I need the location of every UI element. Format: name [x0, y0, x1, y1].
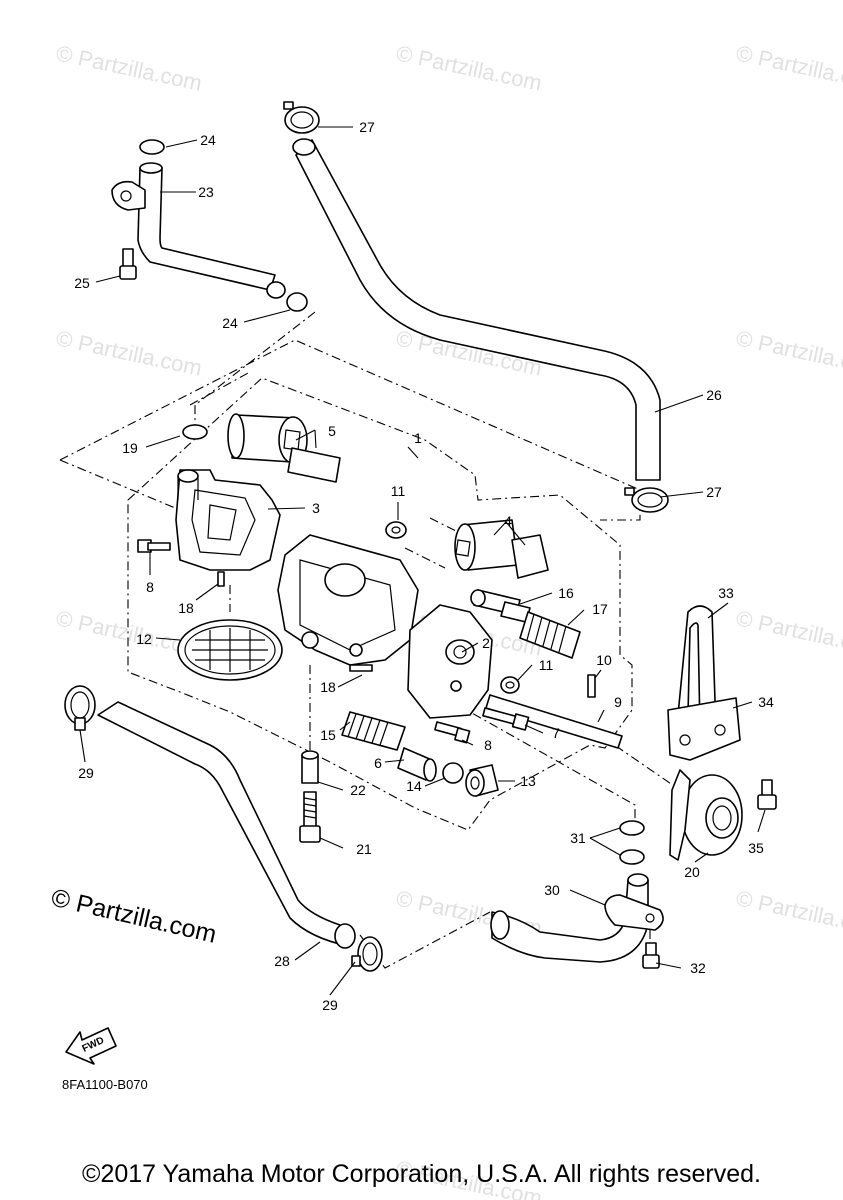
bolt-7 — [482, 707, 530, 731]
callout-13: 13 — [520, 773, 536, 789]
callout-4: 4 — [504, 513, 512, 529]
callout-33: 33 — [718, 585, 734, 601]
callout-11: 11 — [539, 657, 554, 673]
callout-29: 29 — [78, 765, 94, 781]
watermark: © Partzilla.com — [734, 605, 843, 660]
hose-26 — [292, 138, 661, 481]
callout-5: 5 — [328, 423, 336, 439]
oil-pipe-upper — [111, 162, 286, 299]
sprocket-20 — [669, 769, 743, 861]
washer-11 — [385, 521, 407, 539]
bolt-8 — [434, 721, 471, 744]
oil-pipe-30 — [490, 873, 664, 963]
callout-8: 8 — [484, 737, 492, 753]
partzilla-brand-mark: © Partzilla.com — [49, 884, 219, 949]
callout-9: 9 — [614, 694, 622, 710]
collar-22 — [301, 750, 319, 784]
bolt-32 — [642, 942, 660, 969]
chain-guide-33 — [677, 605, 717, 731]
callout-29: 29 — [322, 997, 338, 1013]
relief-valve-16 — [470, 589, 531, 623]
pump-cover-2 — [407, 604, 493, 719]
pump-body-1 — [277, 534, 419, 666]
watermark: © Partzilla.com — [734, 40, 843, 95]
callout-24: 24 — [222, 315, 238, 331]
dowel-pin-18 — [217, 571, 225, 587]
callout-8: 8 — [146, 579, 154, 595]
copyright-notice: ©2017 Yamaha Motor Corporation, U.S.A. A… — [82, 1160, 761, 1188]
watermark: © Partzilla.com — [734, 325, 843, 380]
guide-bracket-34 — [667, 697, 741, 761]
callout-19: 19 — [122, 440, 138, 456]
callout-34: 34 — [758, 694, 774, 710]
watermark: © Partzilla.com — [394, 40, 544, 95]
spring-15 — [341, 711, 406, 751]
callout-6: 6 — [374, 755, 382, 771]
callout-35: 35 — [748, 840, 764, 856]
clamp-29 — [351, 936, 383, 972]
strainer-12 — [177, 619, 283, 681]
watermark: © Partzilla.com — [734, 885, 843, 940]
watermark: © Partzilla.com — [54, 40, 204, 95]
pump-cover-3 — [175, 469, 281, 571]
callout-26: 26 — [706, 387, 722, 403]
clamp-27 — [624, 487, 669, 513]
shaft-9 — [485, 694, 623, 749]
seat-13 — [465, 764, 499, 797]
o-ring-31 — [619, 820, 645, 836]
clamp-29 — [64, 685, 96, 731]
piston-6 — [397, 747, 437, 782]
hose-28 — [97, 701, 356, 949]
callout-28: 28 — [274, 953, 290, 969]
callout-14: 14 — [406, 778, 422, 794]
callout-11: 11 — [391, 483, 406, 499]
ball-14 — [442, 762, 464, 784]
bolt-25 — [119, 248, 137, 280]
callout-32: 32 — [690, 960, 706, 976]
callout-18: 18 — [320, 679, 336, 695]
watermark: © Partzilla.com — [54, 325, 204, 380]
callout-25: 25 — [74, 275, 90, 291]
o-ring-19 — [182, 424, 208, 440]
callout-12: 12 — [136, 631, 152, 647]
spring-17 — [519, 611, 581, 659]
callout-30: 30 — [544, 882, 560, 898]
callout-23: 23 — [198, 184, 214, 200]
callout-3: 3 — [312, 500, 320, 516]
rotor-4 — [454, 519, 549, 579]
fwd-arrow-icon: FWD — [65, 1027, 117, 1065]
clamp-27 — [283, 101, 320, 134]
dowel-pin-18 — [349, 664, 373, 672]
callout-22: 22 — [350, 782, 366, 798]
washer-11 — [500, 676, 520, 694]
bolt-35 — [757, 779, 777, 810]
callout-27: 27 — [706, 484, 722, 500]
callouts: 24 23 25 24 27 26 27 19 5 1 3 11 8 18 12… — [74, 119, 774, 1013]
diagram-code: 8FA1100-B070 — [62, 1077, 148, 1092]
callout-27: 27 — [359, 119, 375, 135]
bolt-21 — [299, 791, 321, 843]
callout-10: 10 — [596, 652, 612, 668]
callout-17: 17 — [592, 601, 608, 617]
callout-7: 7 — [552, 725, 560, 741]
callout-16: 16 — [558, 585, 574, 601]
callout-15: 15 — [320, 727, 336, 743]
callout-18: 18 — [178, 600, 194, 616]
pin-10 — [587, 674, 596, 698]
callout-1: 1 — [414, 430, 422, 446]
rotor-5 — [227, 413, 341, 483]
bolt-8 — [137, 539, 171, 553]
callout-20: 20 — [684, 864, 700, 880]
callout-24: 24 — [200, 132, 216, 148]
o-ring-31 — [619, 849, 645, 865]
leader-lines — [79, 126, 766, 996]
callout-21: 21 — [356, 841, 372, 857]
callout-2: 2 — [482, 635, 490, 651]
callout-31: 31 — [570, 830, 586, 846]
o-ring-24 — [286, 292, 308, 312]
o-ring-24 — [139, 139, 165, 155]
